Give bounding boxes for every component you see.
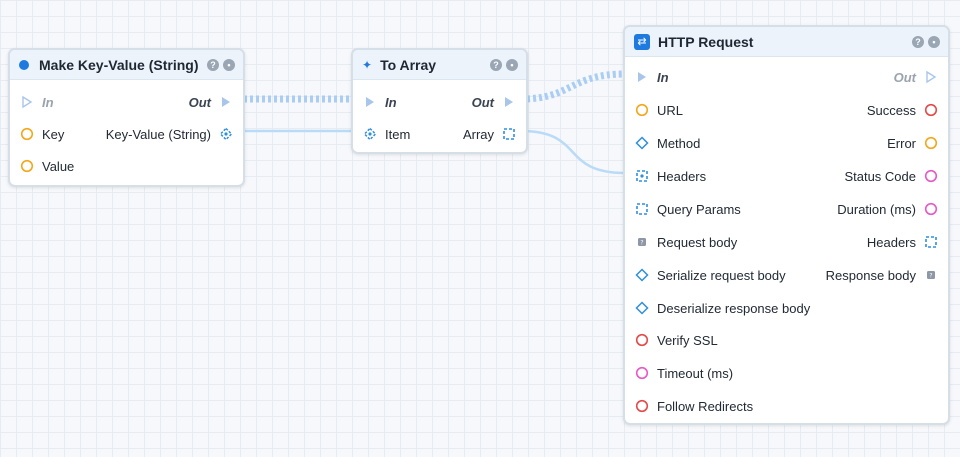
input-label-timeout: Timeout (ms) — [657, 365, 734, 381]
bool-pin-icon[interactable] — [635, 333, 649, 347]
comment-icon[interactable]: • — [223, 58, 235, 71]
pin-row: Verify SSL — [625, 330, 948, 350]
output-label-error: Error — [887, 135, 916, 151]
string-pin-icon[interactable] — [635, 103, 649, 117]
exec-wire-array-to-http — [520, 70, 626, 103]
http-swap-icon: ⇄ — [634, 33, 650, 50]
output-label-status-code: Status Code — [844, 168, 916, 184]
input-label-deserialize: Deserialize response body — [657, 300, 811, 316]
string-pin-icon[interactable] — [20, 159, 34, 173]
help-icon[interactable]: ? — [490, 58, 502, 71]
any-pin-icon[interactable]: ? — [635, 235, 649, 249]
exec-out-label: Out — [188, 94, 211, 110]
struct-pin-icon[interactable] — [219, 127, 233, 141]
input-label-request-body: Request body — [657, 234, 738, 250]
pin-row: URL Success — [625, 100, 948, 120]
comment-icon[interactable]: • — [506, 58, 518, 71]
output-label-success: Success — [866, 102, 916, 118]
exec-row: In Out — [353, 92, 526, 112]
string-pin-icon[interactable] — [924, 136, 938, 150]
input-label-url: URL — [657, 102, 684, 118]
input-label-query-params: Query Params — [657, 201, 741, 217]
input-label-serialize: Serialize request body — [657, 267, 786, 283]
array-pin-icon[interactable] — [502, 127, 516, 141]
struct-pin-icon[interactable] — [363, 127, 377, 141]
bool-pin-icon[interactable] — [924, 103, 938, 117]
node-status-dot-icon — [19, 59, 29, 70]
node-title: HTTP Request — [658, 33, 754, 50]
number-pin-icon[interactable] — [924, 169, 938, 183]
pin-row: Deserialize response body — [625, 298, 948, 318]
input-label-follow-redirects: Follow Redirects — [657, 398, 754, 414]
input-label-method: Method — [657, 135, 701, 151]
output-label-duration: Duration (ms) — [837, 201, 916, 217]
pin-row: Headers Status Code — [625, 166, 948, 186]
input-label-key: Key — [42, 126, 65, 142]
node-header[interactable]: ⇄ HTTP Request ? • — [625, 27, 948, 57]
output-label-response-body: Response body — [825, 267, 916, 283]
help-icon[interactable]: ? — [207, 58, 219, 71]
to-array-node[interactable]: ✦ To Array ? • In Out Item Array — [351, 48, 528, 154]
input-label-value: Value — [42, 158, 75, 174]
enum-pin-icon[interactable] — [635, 301, 649, 315]
enum-pin-icon[interactable] — [635, 268, 649, 282]
node-title: Make Key-Value (String) — [39, 56, 199, 73]
pin-row: Key Key-Value (String) — [10, 124, 243, 144]
exec-in-pin-icon[interactable] — [363, 95, 377, 109]
exec-in-label: In — [42, 94, 54, 110]
exec-out-label: Out — [893, 69, 916, 85]
make-key-value-node[interactable]: Make Key-Value (String) ? • In Out Key K… — [8, 48, 245, 187]
pin-row: ? Request body Headers — [625, 232, 948, 252]
exec-row: In Out — [10, 92, 243, 112]
pin-row: Serialize request body Response body ? — [625, 265, 948, 285]
input-label-verify-ssl: Verify SSL — [657, 332, 718, 348]
exec-out-pin-icon[interactable] — [219, 95, 233, 109]
node-header[interactable]: ✦ To Array ? • — [353, 50, 526, 80]
input-label-item: Item — [385, 126, 411, 142]
exec-out-pin-icon[interactable] — [502, 95, 516, 109]
exec-in-label: In — [385, 94, 397, 110]
string-pin-icon[interactable] — [20, 127, 34, 141]
any-pin-icon[interactable]: ? — [924, 268, 938, 282]
exec-in-pin-icon[interactable] — [635, 70, 649, 84]
pin-row: Follow Redirects — [625, 396, 948, 416]
output-label-headers: Headers — [866, 234, 916, 250]
output-label-key-value: Key-Value (String) — [105, 126, 211, 142]
exec-row: In Out — [625, 67, 948, 87]
number-pin-icon[interactable] — [924, 202, 938, 216]
array-pin-icon[interactable] — [635, 169, 649, 183]
input-label-headers: Headers — [657, 168, 707, 184]
pin-row: Query Params Duration (ms) — [625, 199, 948, 219]
enum-pin-icon[interactable] — [635, 136, 649, 150]
node-title: To Array — [380, 56, 437, 73]
data-wire-array-to-headers — [520, 129, 626, 175]
output-label-array: Array — [462, 126, 494, 142]
node-header[interactable]: Make Key-Value (String) ? • — [10, 50, 243, 80]
svg-text:?: ? — [929, 273, 932, 280]
comment-icon[interactable]: • — [928, 35, 940, 48]
exec-in-pin-icon[interactable] — [20, 95, 34, 109]
svg-text:?: ? — [640, 240, 643, 247]
pin-row: Item Array — [353, 124, 526, 144]
help-icon[interactable]: ? — [912, 35, 924, 48]
pin-row: Method Error — [625, 133, 948, 153]
exec-in-label: In — [657, 69, 669, 85]
exec-out-label: Out — [471, 94, 494, 110]
pin-row: Timeout (ms) — [625, 363, 948, 383]
pin-row: Value — [10, 156, 243, 176]
array-pin-icon[interactable] — [635, 202, 649, 216]
array-pin-icon[interactable] — [924, 235, 938, 249]
exec-out-pin-icon[interactable] — [924, 70, 938, 84]
number-pin-icon[interactable] — [635, 366, 649, 380]
sparkle-icon: ✦ — [362, 57, 373, 72]
http-request-node[interactable]: ⇄ HTTP Request ? • In Out URL Success — [623, 25, 950, 425]
bool-pin-icon[interactable] — [635, 399, 649, 413]
